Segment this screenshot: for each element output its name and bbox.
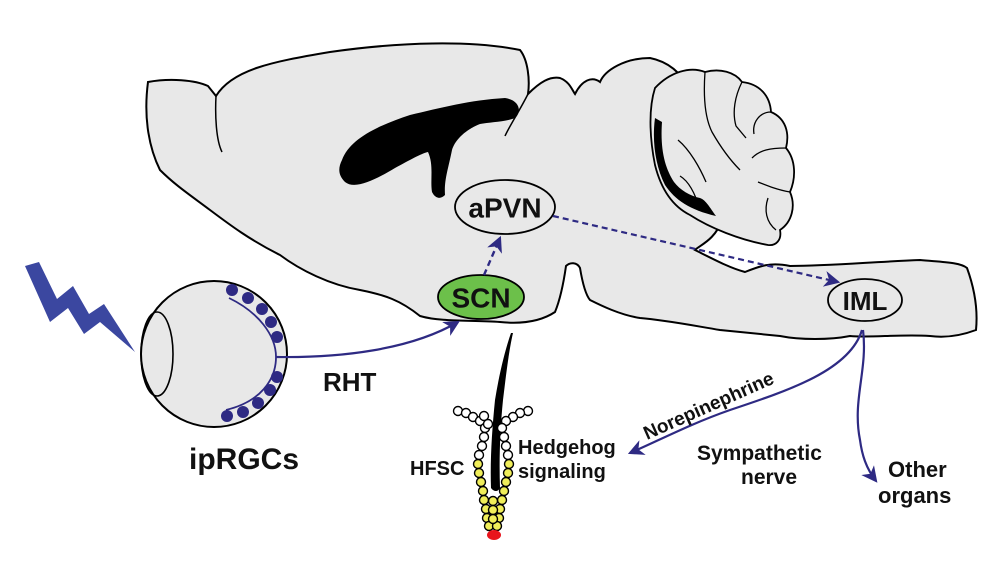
- cerebellar-folia: [677, 139, 707, 183]
- cerebellar-folia: [703, 71, 741, 171]
- cerebellar-folia: [733, 81, 747, 139]
- label-other-line1: Other: [888, 457, 947, 482]
- label-sympathetic-line2: nerve: [741, 466, 797, 489]
- hfsc-cells: [472, 458, 515, 532]
- cerebellar-folia: [753, 111, 772, 135]
- edge-rht: [275, 320, 460, 359]
- eye: [140, 280, 288, 428]
- label-norepinephrine: Norepinephrine: [640, 368, 777, 444]
- light-stimulus-icon: [25, 262, 135, 352]
- node-apvn[interactable]: aPVN: [454, 179, 556, 235]
- label-sympathetic-line1: Sympathetic: [697, 442, 822, 465]
- node-iml[interactable]: IML: [827, 278, 903, 322]
- node-scn[interactable]: SCN: [437, 274, 525, 320]
- dermal-papilla: [487, 530, 501, 540]
- edge-iml-to-hedgehog: [627, 329, 864, 455]
- node-scn-label: SCN: [451, 283, 510, 314]
- cerebellar-folia: [757, 181, 791, 193]
- node-apvn-label: aPVN: [468, 193, 541, 224]
- label-hedgehog-line2: signaling: [518, 461, 606, 483]
- iprgc-cells: [221, 284, 283, 422]
- edge-iml-to-other-organs: [856, 329, 878, 483]
- cerebellar-folia: [765, 197, 777, 231]
- node-iml-label: IML: [843, 286, 888, 316]
- label-other-line2: organs: [878, 483, 951, 508]
- label-rht: RHT: [323, 367, 377, 397]
- cerebellar-folia: [751, 147, 787, 159]
- label-hedgehog-line1: Hedgehog: [518, 437, 616, 459]
- fourth-ventricle: [653, 118, 716, 216]
- lateral-ventricle: [339, 98, 519, 198]
- hair-shaft: [490, 333, 513, 491]
- edge-scn-to-apvn: [482, 235, 502, 276]
- eye-lens: [140, 311, 174, 397]
- hair-follicle: [452, 333, 534, 540]
- cortex-sulcus-line: [214, 95, 223, 153]
- label-hfsc: HFSC: [410, 458, 464, 480]
- label-iprgcs: ipRGCs: [189, 443, 299, 476]
- edge-apvn-to-iml: [552, 214, 841, 287]
- outer-root-sheath-cells: [452, 405, 534, 461]
